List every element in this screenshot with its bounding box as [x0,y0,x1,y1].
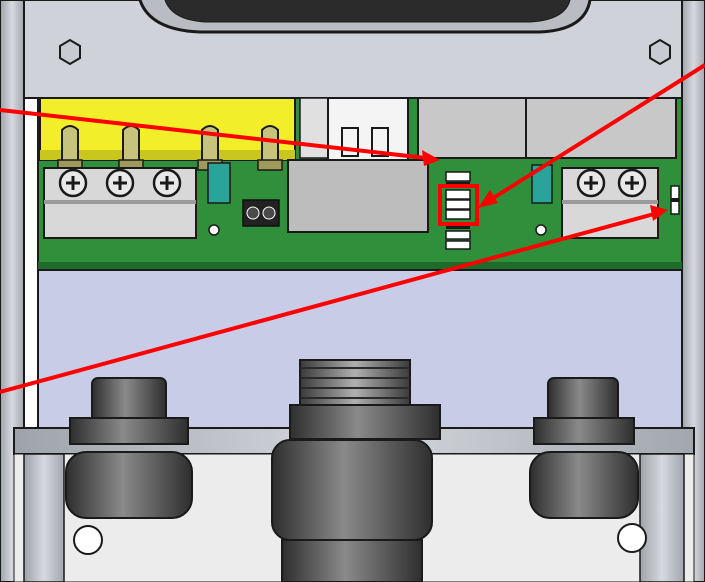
callout-jumper-highlighted [478,63,705,208]
small-jumper-right [670,185,680,215]
jumper-header [445,171,471,250]
cable-gland-center [271,359,441,582]
screw-terminal-left [43,167,197,239]
hex-boss-left [59,38,81,66]
screw-icon [58,168,88,198]
screw-icon [576,168,606,198]
hex-boss-right [649,38,671,66]
screw-terminal-right [561,167,659,239]
screw-icon [105,168,135,198]
screw-icon [617,168,647,198]
callout-jumper-block-top [0,108,440,166]
spade-lug [57,125,83,171]
screw-icon [152,168,182,198]
relay-housing [287,159,429,233]
teal-component-left [207,162,231,204]
spade-lug [257,125,283,171]
cable-gland-right [529,377,639,519]
pcb-mount-holes [208,224,547,236]
jumper-header-highlighted [438,184,479,226]
spade-lug [118,125,144,171]
callout-small-jumper-right [0,205,668,394]
small-terminal-block [242,199,280,227]
relay-top-right [417,97,677,159]
jumper-header-top [445,171,471,186]
cable-gland-left [65,377,193,519]
